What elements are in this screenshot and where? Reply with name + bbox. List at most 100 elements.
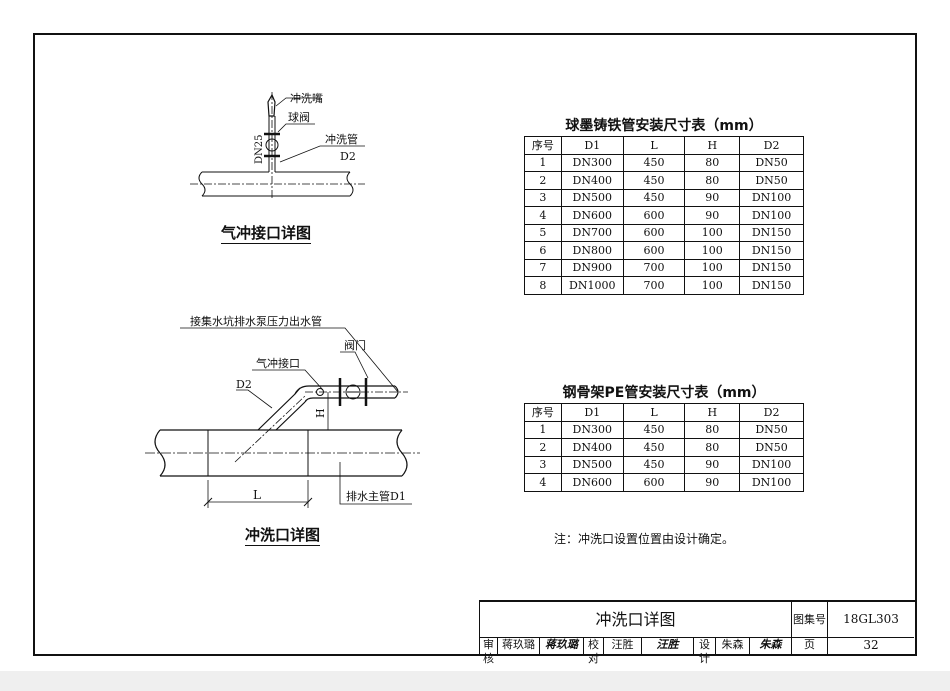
table-cell: 90	[684, 206, 741, 225]
table-cell: 700	[622, 276, 686, 295]
drawing-frame	[33, 33, 917, 656]
ball-valve-label: 球阀	[288, 110, 310, 124]
check-label: 校对	[584, 638, 604, 665]
table-cell: DN900	[560, 258, 624, 277]
table-cell: 80	[684, 153, 741, 172]
table-cell: 2	[524, 171, 562, 190]
column-header: 序号	[524, 136, 562, 155]
table-cell: 90	[684, 455, 741, 474]
table-cell: 90	[684, 473, 741, 492]
table-cell: DN300	[560, 420, 624, 439]
designer-name: 朱森	[716, 638, 750, 656]
pe-pipe-table-title: 钢骨架PE管安装尺寸表（mm）	[562, 385, 766, 401]
column-header: H	[684, 136, 741, 155]
bottom-strip	[0, 671, 950, 691]
table-cell: 100	[684, 258, 741, 277]
ductile-iron-table-title: 球墨铸铁管安装尺寸表（mm）	[565, 118, 763, 134]
checker-signature: 汪胜	[642, 638, 694, 656]
table-cell: 6	[524, 241, 562, 260]
table-cell: 600	[622, 241, 686, 260]
dn25-label: DN25	[254, 135, 265, 165]
table-cell: DN300	[560, 153, 624, 172]
design-note: 注：冲洗口设置位置由设计确定。	[554, 532, 735, 546]
main-pipe-label: 排水主管D1	[346, 489, 406, 503]
table-cell: DN50	[739, 420, 804, 439]
table-cell: 8	[524, 276, 562, 295]
table-cell: 600	[622, 473, 686, 492]
h-dimension-label: H	[314, 408, 327, 418]
table-cell: DN700	[560, 223, 624, 242]
d2-label: D2	[340, 150, 356, 163]
table-cell: DN1000	[560, 276, 624, 295]
air-flush-detail-caption: 气冲接口详图	[221, 224, 312, 244]
column-header: D2	[739, 403, 804, 422]
design-label: 设计	[694, 638, 716, 665]
checker-name: 汪胜	[604, 638, 642, 656]
table-cell: DN100	[739, 473, 804, 492]
table-cell: 450	[622, 438, 686, 457]
table-cell: DN150	[739, 276, 804, 295]
table-cell: 4	[524, 206, 562, 225]
table-cell: 600	[622, 223, 686, 242]
column-header: D1	[560, 403, 624, 422]
table-cell: DN50	[739, 171, 804, 190]
table-cell: DN50	[739, 438, 804, 457]
review-label: 审核	[480, 638, 498, 665]
column-header: L	[622, 136, 686, 155]
table-cell: 1	[524, 420, 562, 439]
table-cell: DN150	[739, 223, 804, 242]
d2-branch-label: D2	[236, 378, 252, 391]
table-cell: DN400	[560, 438, 624, 457]
drawing-title: 冲洗口详图	[480, 602, 792, 638]
table-cell: DN150	[739, 241, 804, 260]
table-cell: DN100	[739, 206, 804, 225]
designer-signature: 朱森	[750, 638, 792, 656]
table-cell: 80	[684, 438, 741, 457]
pressure-pipe-label: 接集水坑排水泵压力出水管	[190, 314, 322, 328]
table-cell: 450	[622, 455, 686, 474]
valve-label: 阀门	[344, 338, 366, 352]
column-header: H	[684, 403, 741, 422]
air-port-label: 气冲接口	[256, 356, 300, 370]
table-cell: 80	[684, 420, 741, 439]
l-dimension-label: L	[253, 488, 261, 502]
table-cell: DN800	[560, 241, 624, 260]
table-cell: DN100	[739, 455, 804, 474]
table-cell: 7	[524, 258, 562, 277]
column-header: D1	[560, 136, 624, 155]
table-cell: 1	[524, 153, 562, 172]
table-cell: DN500	[560, 188, 624, 207]
column-header: D2	[739, 136, 804, 155]
table-cell: DN150	[739, 258, 804, 277]
table-cell: 450	[622, 153, 686, 172]
title-block: 冲洗口详图 图集号 18GL303 审核 蒋玖璐 蒋玖璐 校对 汪胜 汪胜 设计…	[479, 600, 915, 665]
table-cell: DN600	[560, 473, 624, 492]
table-cell: 600	[622, 206, 686, 225]
page-number: 32	[863, 638, 879, 652]
table-cell: DN600	[560, 206, 624, 225]
table-cell: 450	[622, 171, 686, 190]
reviewer-signature: 蒋玖璐	[540, 638, 584, 656]
flush-pipe-label: 冲洗管	[325, 132, 358, 146]
atlas-number-label: 图集号	[792, 602, 828, 638]
table-cell: 5	[524, 223, 562, 242]
table-cell: DN100	[739, 188, 804, 207]
table-cell: 100	[684, 276, 741, 295]
table-cell: 90	[684, 188, 741, 207]
page-label: 页	[792, 638, 828, 656]
table-cell: 4	[524, 473, 562, 492]
table-cell: DN400	[560, 171, 624, 190]
nozzle-shape	[267, 93, 276, 117]
